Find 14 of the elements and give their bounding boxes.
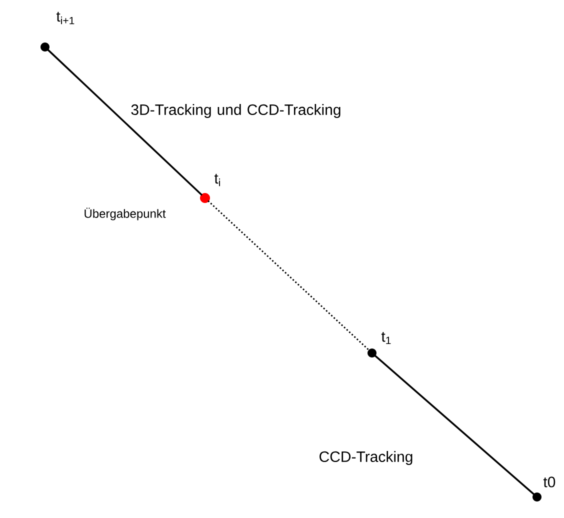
- track-line: [208, 200, 370, 352]
- track-line: [374, 354, 535, 496]
- time-label: t$_{i+1}$: [56, 12, 74, 24]
- edge-label: 3D-Tracking und CCD-Tracking: [131, 104, 340, 118]
- time-label: t0: [543, 476, 556, 488]
- point-dot: [532, 492, 542, 502]
- point-label: Übergabepunkt: [84, 208, 166, 220]
- point-dot: [368, 348, 376, 358]
- track-line: [47, 48, 203, 196]
- time-label: t$_{1}$: [381, 332, 391, 344]
- edge-label: CCD-Tracking: [320, 451, 412, 465]
- point-dot: [200, 193, 210, 203]
- time-label: t$_{i}$: [214, 174, 220, 186]
- point-dot: [40, 42, 50, 52]
